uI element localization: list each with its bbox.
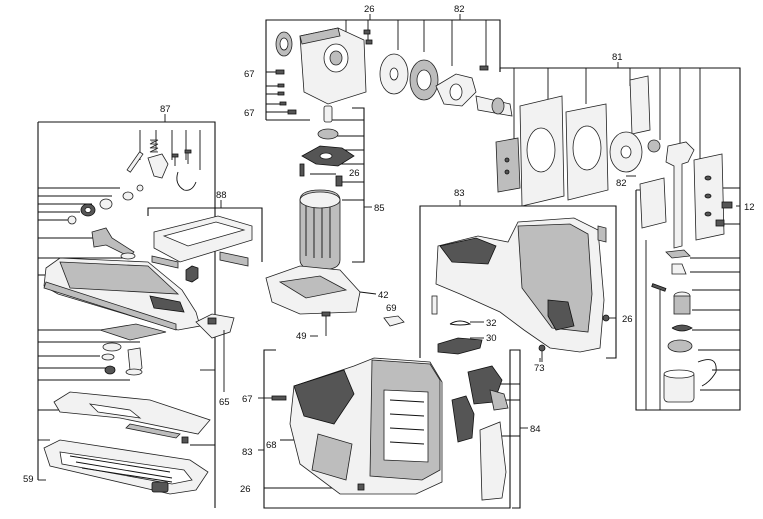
part-65	[195, 313, 235, 392]
label-42: 42	[378, 290, 389, 301]
label-12: 12	[744, 202, 755, 213]
label-67-low: 67	[242, 394, 253, 405]
parts-32-30	[437, 320, 484, 355]
label-26-low: 26	[240, 484, 251, 495]
group-87-parts	[43, 139, 211, 495]
switch-strip	[437, 337, 483, 355]
part-68	[311, 433, 353, 481]
label-26-mid: 26	[349, 168, 360, 179]
label-73: 73	[534, 363, 545, 374]
group-87-bracket	[37, 114, 216, 508]
group-84-parts	[451, 365, 509, 501]
label-59: 59	[23, 474, 34, 485]
motor-parts	[299, 105, 355, 271]
cover-plate	[479, 421, 507, 501]
label-68: 68	[266, 440, 277, 451]
label-49: 49	[296, 331, 307, 342]
contact-plate	[495, 137, 521, 193]
label-65: 65	[219, 397, 230, 408]
part-42	[265, 265, 377, 315]
trigger-module	[451, 395, 475, 443]
latch-plate	[639, 177, 667, 229]
group-83-mid-parts	[431, 217, 610, 362]
group-83-low-parts	[271, 357, 443, 495]
group-gear-housing-parts	[275, 27, 513, 117]
latch-key	[665, 141, 695, 249]
label-82-top: 82	[454, 4, 465, 15]
label-69: 69	[386, 303, 397, 314]
label-83-low: 83	[242, 447, 253, 458]
lever-part	[147, 153, 169, 179]
label-85: 85	[374, 203, 385, 214]
wire-clip	[176, 171, 197, 191]
label-32: 32	[486, 318, 497, 329]
part-49	[310, 311, 331, 337]
label-26-right: 26	[622, 314, 633, 325]
label-88: 88	[216, 190, 227, 201]
screw-small-1	[171, 153, 179, 158]
label-26-top: 26	[364, 4, 375, 15]
label-81: 81	[612, 52, 623, 63]
spring-part	[149, 139, 159, 153]
part-69	[383, 315, 405, 327]
group-88-parts	[151, 215, 253, 283]
label-82-side: 82	[616, 178, 627, 189]
group-85-bracket	[310, 107, 372, 263]
label-83-mid: 83	[454, 188, 465, 199]
label-84: 84	[530, 424, 541, 435]
label-67-b: 67	[244, 108, 255, 119]
group-81-parts	[495, 75, 733, 403]
group-81-bracket	[499, 62, 741, 411]
group-88-bracket	[147, 200, 263, 262]
pin-part	[126, 151, 144, 173]
label-30: 30	[486, 333, 497, 344]
group-gear-housing-bracket	[265, 14, 501, 121]
label-67-a: 67	[244, 69, 255, 80]
label-87: 87	[160, 104, 171, 115]
slider-plate	[99, 323, 167, 341]
screw-small-2	[184, 149, 192, 154]
knob-part	[185, 265, 199, 283]
